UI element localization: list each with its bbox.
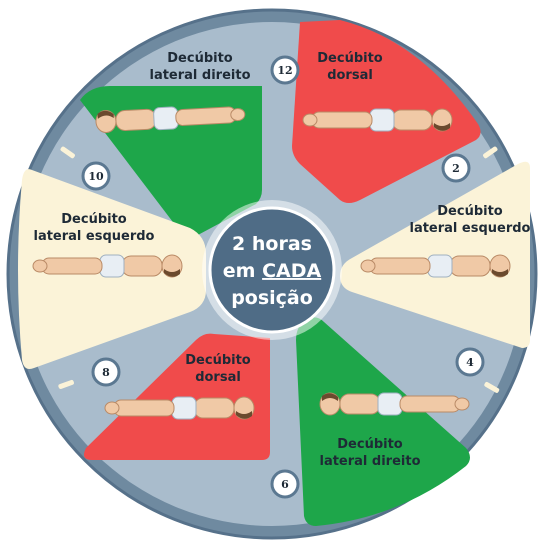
label-top-left-l2: lateral direito xyxy=(149,68,250,83)
svg-text:2: 2 xyxy=(452,162,460,175)
label-left-l1: Decúbito xyxy=(61,212,127,227)
center-text-line1: 2 horas xyxy=(232,233,312,255)
hour-badge-12: 12 xyxy=(272,57,298,83)
label-bottom-right-l2: lateral direito xyxy=(319,454,420,469)
label-bottom-right-l1: Decúbito xyxy=(337,437,403,452)
label-right-l2: lateral esquerdo xyxy=(409,221,530,236)
label-left-l2: lateral esquerdo xyxy=(33,229,154,244)
svg-text:6: 6 xyxy=(281,478,289,491)
svg-text:8: 8 xyxy=(102,366,110,379)
person-top-right-dorsal xyxy=(303,109,452,131)
label-bottom-left-l2: dorsal xyxy=(195,370,241,385)
svg-text:4: 4 xyxy=(466,356,474,369)
svg-text:10: 10 xyxy=(88,170,104,183)
hour-badge-6: 6 xyxy=(272,471,298,497)
person-bottom-left-dorsal xyxy=(105,397,254,419)
person-bottom-right-lateral xyxy=(320,393,469,415)
person-right-lateral xyxy=(361,255,510,277)
person-left-lateral xyxy=(33,255,182,277)
label-top-right-l2: dorsal xyxy=(327,68,373,83)
center-text-line2: em CADA xyxy=(223,260,322,282)
label-top-right-l1: Decúbito xyxy=(317,51,383,66)
hour-badge-2: 2 xyxy=(443,155,469,181)
hour-badge-8: 8 xyxy=(93,359,119,385)
svg-text:12: 12 xyxy=(277,64,292,77)
hour-badge-10: 10 xyxy=(83,163,109,189)
hour-badge-4: 4 xyxy=(457,349,483,375)
label-bottom-left-l1: Decúbito xyxy=(185,353,251,368)
center-text-line3: posição xyxy=(231,287,313,309)
center-text-emphasis: CADA xyxy=(262,260,321,282)
center-text-prefix: em xyxy=(223,260,262,282)
label-right-l1: Decúbito xyxy=(437,204,503,219)
label-top-left-l1: Decúbito xyxy=(167,51,233,66)
